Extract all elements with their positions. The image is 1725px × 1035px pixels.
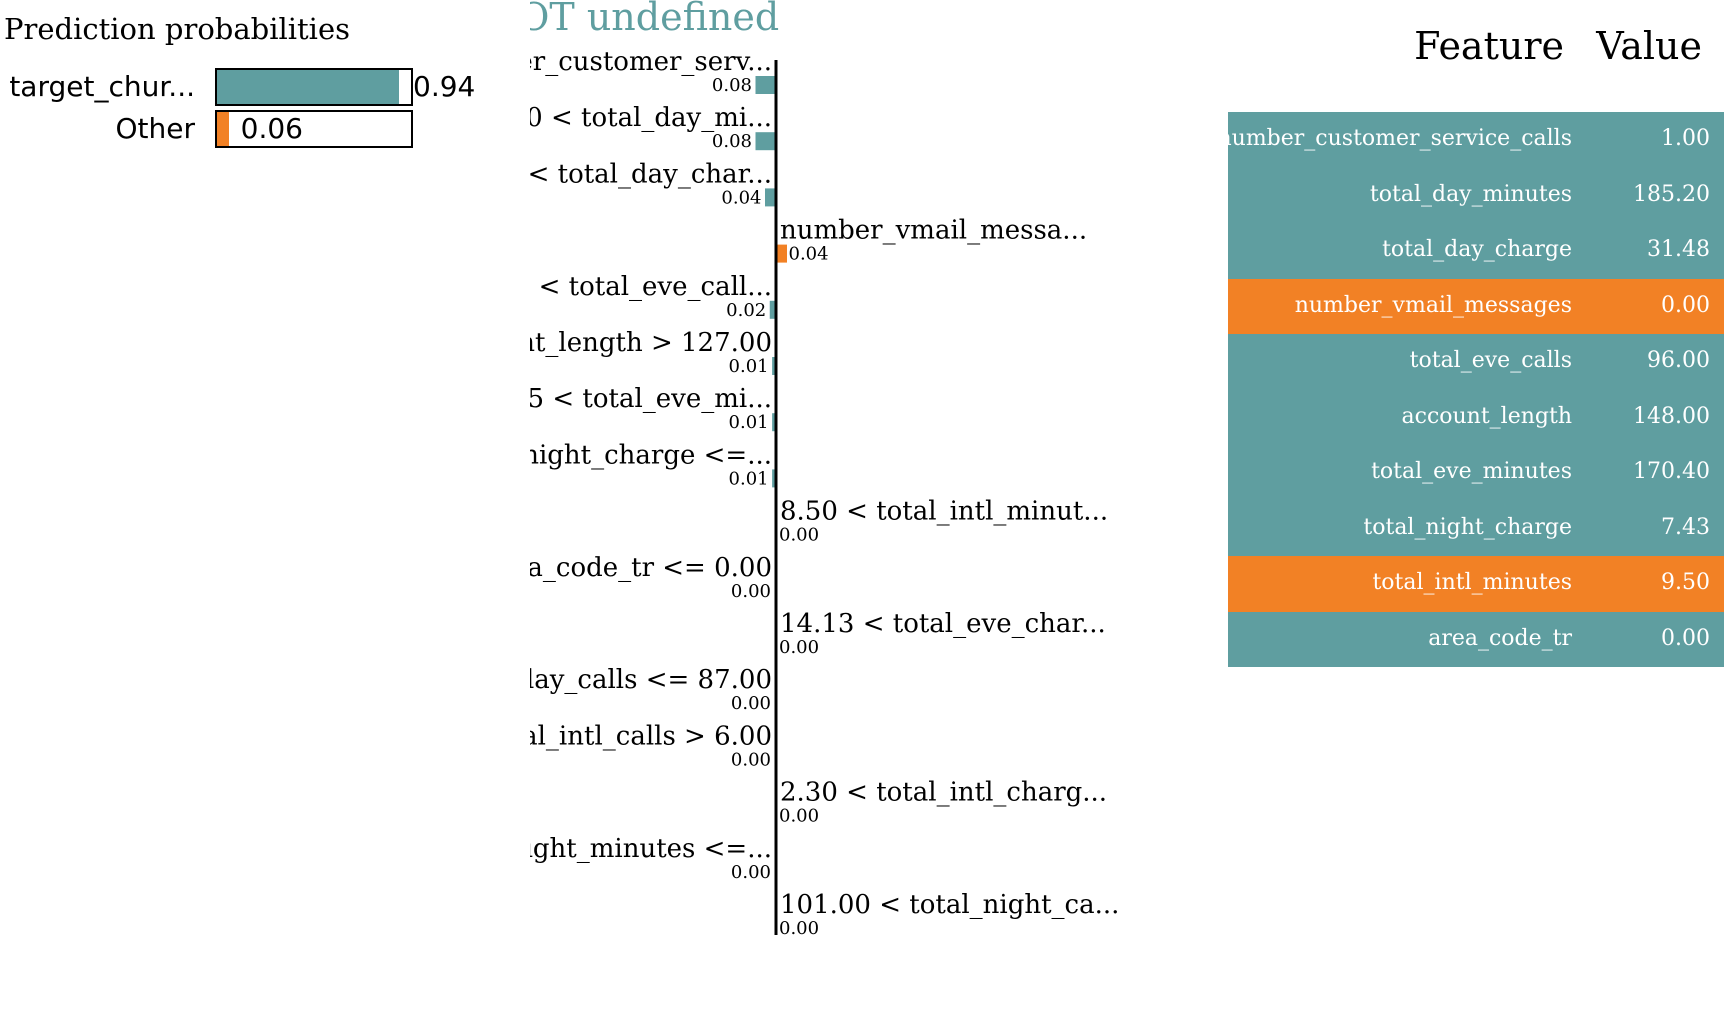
feature-condition-label: account_length > 127.00	[530, 328, 772, 358]
feature-condition-label: 14.13 < total_eve_char...	[780, 609, 1106, 639]
feature-weight-label: 0.08	[712, 75, 752, 96]
feature-condition-label: total_day_calls <= 87.00	[530, 665, 772, 695]
feature-weight-bar	[772, 413, 775, 432]
feature-weight-label: 0.00	[779, 918, 819, 939]
feature-value-row: number_vmail_messages 0.00	[1228, 278, 1724, 334]
feature-value-row: area_code_tr 0.00	[1228, 611, 1724, 667]
feature-condition-label: total_night_minutes <=...	[530, 834, 772, 864]
feature-name-cell: area_code_tr	[1428, 625, 1572, 651]
feature-condition-label: 101.00 < total_night_ca...	[780, 890, 1119, 920]
feature-weight-label: 0.04	[721, 187, 761, 208]
feature-weight-label: 0.04	[789, 244, 829, 265]
feature-weight-label: 0.00	[731, 581, 771, 602]
explanation-chart-svg: NOT undefinednumber_customer_serv...0.08…	[530, 0, 1119, 939]
feature-value-row: total_day_charge 31.48	[1228, 223, 1724, 279]
feature-weight-label: 0.01	[729, 468, 769, 489]
feature-value-row: total_eve_minutes 170.40	[1228, 445, 1724, 501]
feature-value-row: number_customer_service_calls 1.00	[1217, 112, 1724, 168]
feature-weight-label: 0.01	[729, 412, 769, 433]
feature-name-cell: total_eve_calls	[1409, 348, 1572, 373]
feature-condition-label: 179.70 < total_day_mi...	[530, 103, 772, 133]
probability-bar	[217, 70, 400, 104]
feature-value-cell: 1.00	[1661, 126, 1710, 151]
feature-weight-label: 0.00	[731, 693, 771, 714]
feature-condition-label: 166.25 < total_eve_mi...	[530, 384, 772, 414]
feature-condition-label: number_vmail_messa...	[780, 216, 1087, 246]
feature-weight-bar	[765, 188, 775, 207]
feature-weight-label: 0.00	[731, 862, 771, 883]
feature-condition-label: 2.30 < total_intl_charg...	[780, 778, 1107, 808]
probability-bar-frame	[215, 68, 413, 106]
feature-value-row: total_night_charge 7.43	[1228, 500, 1724, 556]
feature-condition-label: total_night_charge <=...	[530, 440, 772, 470]
feature-weight-bar	[772, 357, 775, 375]
feature-value-cell: 9.50	[1661, 570, 1710, 595]
feature-condition-label: number_customer_serv...	[530, 47, 772, 77]
feature-value-row: total_eve_calls 96.00	[1228, 334, 1724, 390]
feature-weight-bar	[772, 469, 775, 488]
prediction-probabilities-panel: Prediction probabilities target_chur... 0…	[0, 0, 520, 200]
probability-value: 0.06	[240, 112, 303, 145]
feature-value-cell: 185.20	[1633, 181, 1710, 207]
feature-name-cell: account_length	[1401, 403, 1573, 429]
feature-weight-label: 0.01	[729, 356, 769, 377]
feature-weight-label: 0.08	[712, 131, 752, 152]
feature-value-rows: number_customer_service_calls 1.00 total_d…	[1217, 112, 1724, 667]
feature-name-cell: total_night_charge	[1363, 514, 1572, 540]
feature-condition-label: area_code_tr <= 0.00	[530, 553, 772, 583]
feature-value-cell: 0.00	[1661, 292, 1710, 318]
feature-name-cell: total_eve_minutes	[1371, 459, 1572, 484]
prediction-probabilities-title: Prediction probabilities	[4, 12, 351, 46]
probability-label: target_chur...	[9, 70, 195, 103]
feature-weight-label: 0.00	[779, 806, 819, 827]
probability-row: target_chur... 0.94	[0, 68, 520, 108]
feature-weight-label: 0.02	[726, 300, 766, 321]
value-header: Value	[1596, 24, 1702, 68]
feature-value-cell: 31.48	[1647, 237, 1710, 262]
feature-condition-label: 87.00 < total_eve_call...	[530, 272, 772, 302]
feature-name-cell: total_day_charge	[1382, 237, 1572, 262]
feature-value-cell: 148.00	[1633, 403, 1710, 429]
probability-bar	[217, 112, 229, 146]
feature-value-row: total_intl_minutes 9.50	[1228, 556, 1724, 612]
feature-value-cell: 0.00	[1661, 625, 1710, 651]
feature-value-row: account_length 148.00	[1228, 389, 1724, 445]
feature-value-cell: 7.43	[1661, 514, 1710, 540]
feature-weight-label: 0.00	[779, 525, 819, 546]
feature-weight-bar	[755, 76, 775, 94]
feature-weight-bar	[755, 132, 775, 151]
feature-value-cell: 96.00	[1647, 348, 1710, 373]
explanation-chart: NOT undefinednumber_customer_serv...0.08…	[530, 0, 1210, 1035]
probability-value: 0.94	[413, 70, 476, 103]
feature-weight-bar	[769, 300, 775, 319]
feature-name-cell: number_customer_service_calls	[1217, 126, 1572, 151]
probability-bar-frame	[215, 110, 413, 148]
chart-title: NOT undefined	[530, 0, 779, 39]
feature-name-cell: total_day_minutes	[1369, 181, 1572, 207]
feature-value-table: Feature Value number_customer_service_ca…	[1217, 20, 1724, 667]
feature-value-row: total_day_minutes 185.20	[1228, 167, 1724, 223]
feature-name-cell: number_vmail_messages	[1294, 292, 1572, 318]
probability-row: Other 0.06	[0, 110, 520, 150]
feature-value-header: Feature Value	[1228, 20, 1724, 92]
feature-value-cell: 170.40	[1633, 459, 1710, 484]
feature-weight-bar	[777, 244, 787, 263]
feature-condition-label: 30.55 < total_day_char...	[530, 159, 772, 189]
probability-label: Other	[115, 112, 195, 145]
feature-weight-label: 0.00	[731, 749, 771, 770]
feature-header: Feature	[1414, 24, 1564, 68]
feature-name-cell: total_intl_minutes	[1372, 570, 1572, 595]
feature-condition-label: 8.50 < total_intl_minut...	[780, 497, 1108, 527]
feature-condition-label: total_intl_calls > 6.00	[530, 721, 772, 751]
feature-weight-label: 0.00	[779, 637, 819, 658]
